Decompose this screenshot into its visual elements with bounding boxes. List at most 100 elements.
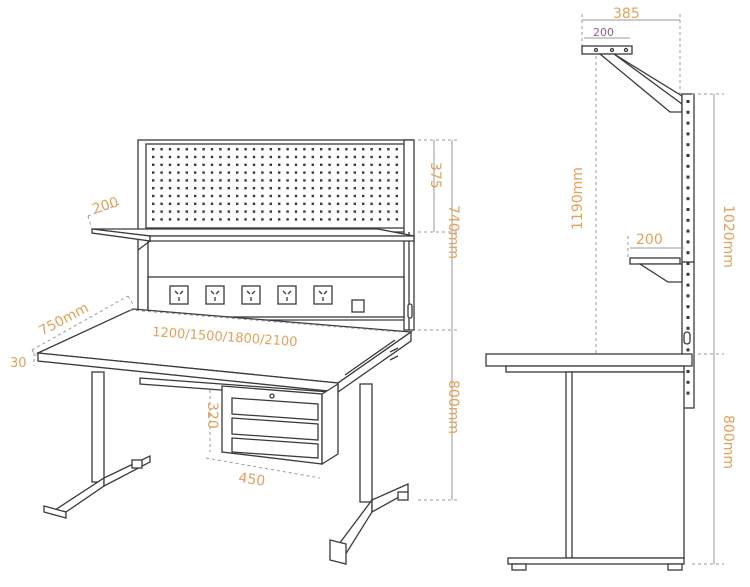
peg-hole [278, 194, 281, 198]
peg-hole [345, 163, 348, 166]
peg-hole [353, 179, 356, 182]
peg-hole [236, 218, 239, 221]
peg-hole [345, 155, 348, 159]
peg-hole [269, 155, 272, 159]
peg-hole [152, 179, 155, 182]
desk-top [35, 308, 413, 394]
peg-hole [252, 210, 256, 213]
peg-hole [336, 187, 340, 190]
peg-hole [278, 155, 281, 159]
peg-hole [269, 148, 272, 151]
peg-hole [219, 148, 222, 151]
peg-hole [210, 210, 214, 213]
peg-hole [244, 148, 247, 151]
peg-hole [185, 210, 188, 213]
peg-hole [261, 187, 264, 190]
peg-hole [395, 148, 398, 151]
peg-hole [236, 187, 239, 190]
peg-hole [362, 148, 365, 151]
peg-hole [378, 218, 382, 221]
lower-shelf-depth-label: 200 [636, 232, 663, 248]
rail-hole [686, 121, 690, 125]
peg-hole [395, 202, 398, 205]
peg-hole [219, 202, 222, 205]
peg-hole [244, 218, 247, 221]
peg-hole [210, 155, 214, 159]
rail-hole [686, 251, 690, 255]
peg-hole [336, 163, 340, 166]
peg-hole [320, 155, 323, 159]
peg-hole [370, 155, 373, 159]
peg-hole [168, 163, 172, 166]
power-strip [147, 276, 413, 321]
peg-hole [303, 210, 306, 213]
shelf [91, 228, 415, 251]
peg-hole [278, 171, 281, 174]
rail-hole [686, 154, 690, 157]
peg-hole [294, 148, 298, 151]
peg-hole [387, 210, 390, 213]
peg-hole [177, 210, 180, 213]
peg-hole [328, 163, 331, 166]
peg-hole [353, 187, 356, 190]
peg-hole [286, 218, 289, 221]
peg-hole [395, 163, 398, 166]
peg-hole [185, 163, 188, 166]
peg-hole [378, 155, 382, 159]
peg-hole [236, 194, 239, 198]
peg-hole [168, 194, 172, 198]
desk-height-label: 800mm [445, 380, 461, 434]
peg-hole [177, 202, 180, 205]
outlets [169, 285, 365, 313]
peg-hole [362, 202, 365, 205]
peg-hole [194, 187, 197, 190]
peg-hole [336, 179, 340, 182]
peg-hole [286, 148, 289, 151]
rail-hole [686, 272, 690, 276]
peg-hole [177, 148, 180, 151]
peg-hole [336, 148, 340, 151]
peg-hole [244, 163, 247, 166]
peg-hole [353, 155, 356, 159]
rail-hole [686, 348, 690, 352]
peg-hole [185, 179, 188, 182]
peg-hole [278, 148, 281, 151]
peg-hole [278, 218, 281, 221]
rail-hole [686, 229, 690, 233]
rail-hole [686, 240, 690, 244]
peg-hole [362, 163, 365, 166]
peg-hole [362, 179, 365, 182]
peg-hole [328, 194, 331, 198]
peg-hole [303, 171, 306, 174]
peg-hole [152, 155, 155, 159]
peg-hole [261, 218, 264, 221]
peg-hole [177, 163, 180, 166]
peg-hole [227, 163, 230, 166]
peg-hole [336, 202, 340, 205]
peg-hole [168, 148, 172, 151]
peg-hole [395, 179, 398, 182]
peg-hole [286, 202, 289, 205]
peg-hole [202, 163, 205, 166]
left-leg [43, 371, 151, 519]
peg-hole [294, 194, 298, 198]
peg-hole [202, 155, 205, 159]
peg-hole [252, 148, 256, 151]
peg-hole [387, 179, 390, 182]
peg-hole [353, 210, 356, 213]
peg-hole [311, 148, 314, 151]
peg-hole [252, 163, 256, 166]
peg-hole [286, 179, 289, 182]
peg-hole [311, 155, 314, 159]
rail-hole [686, 197, 690, 201]
peg-hole [303, 187, 306, 190]
peg-hole [152, 171, 155, 174]
peg-hole [236, 202, 239, 205]
peg-hole [320, 148, 323, 151]
peg-hole [160, 218, 163, 221]
peg-hole [194, 171, 197, 174]
peg-hole [294, 202, 298, 205]
peg-hole [328, 218, 331, 221]
peg-hole [395, 194, 398, 198]
peg-hole [294, 171, 298, 174]
